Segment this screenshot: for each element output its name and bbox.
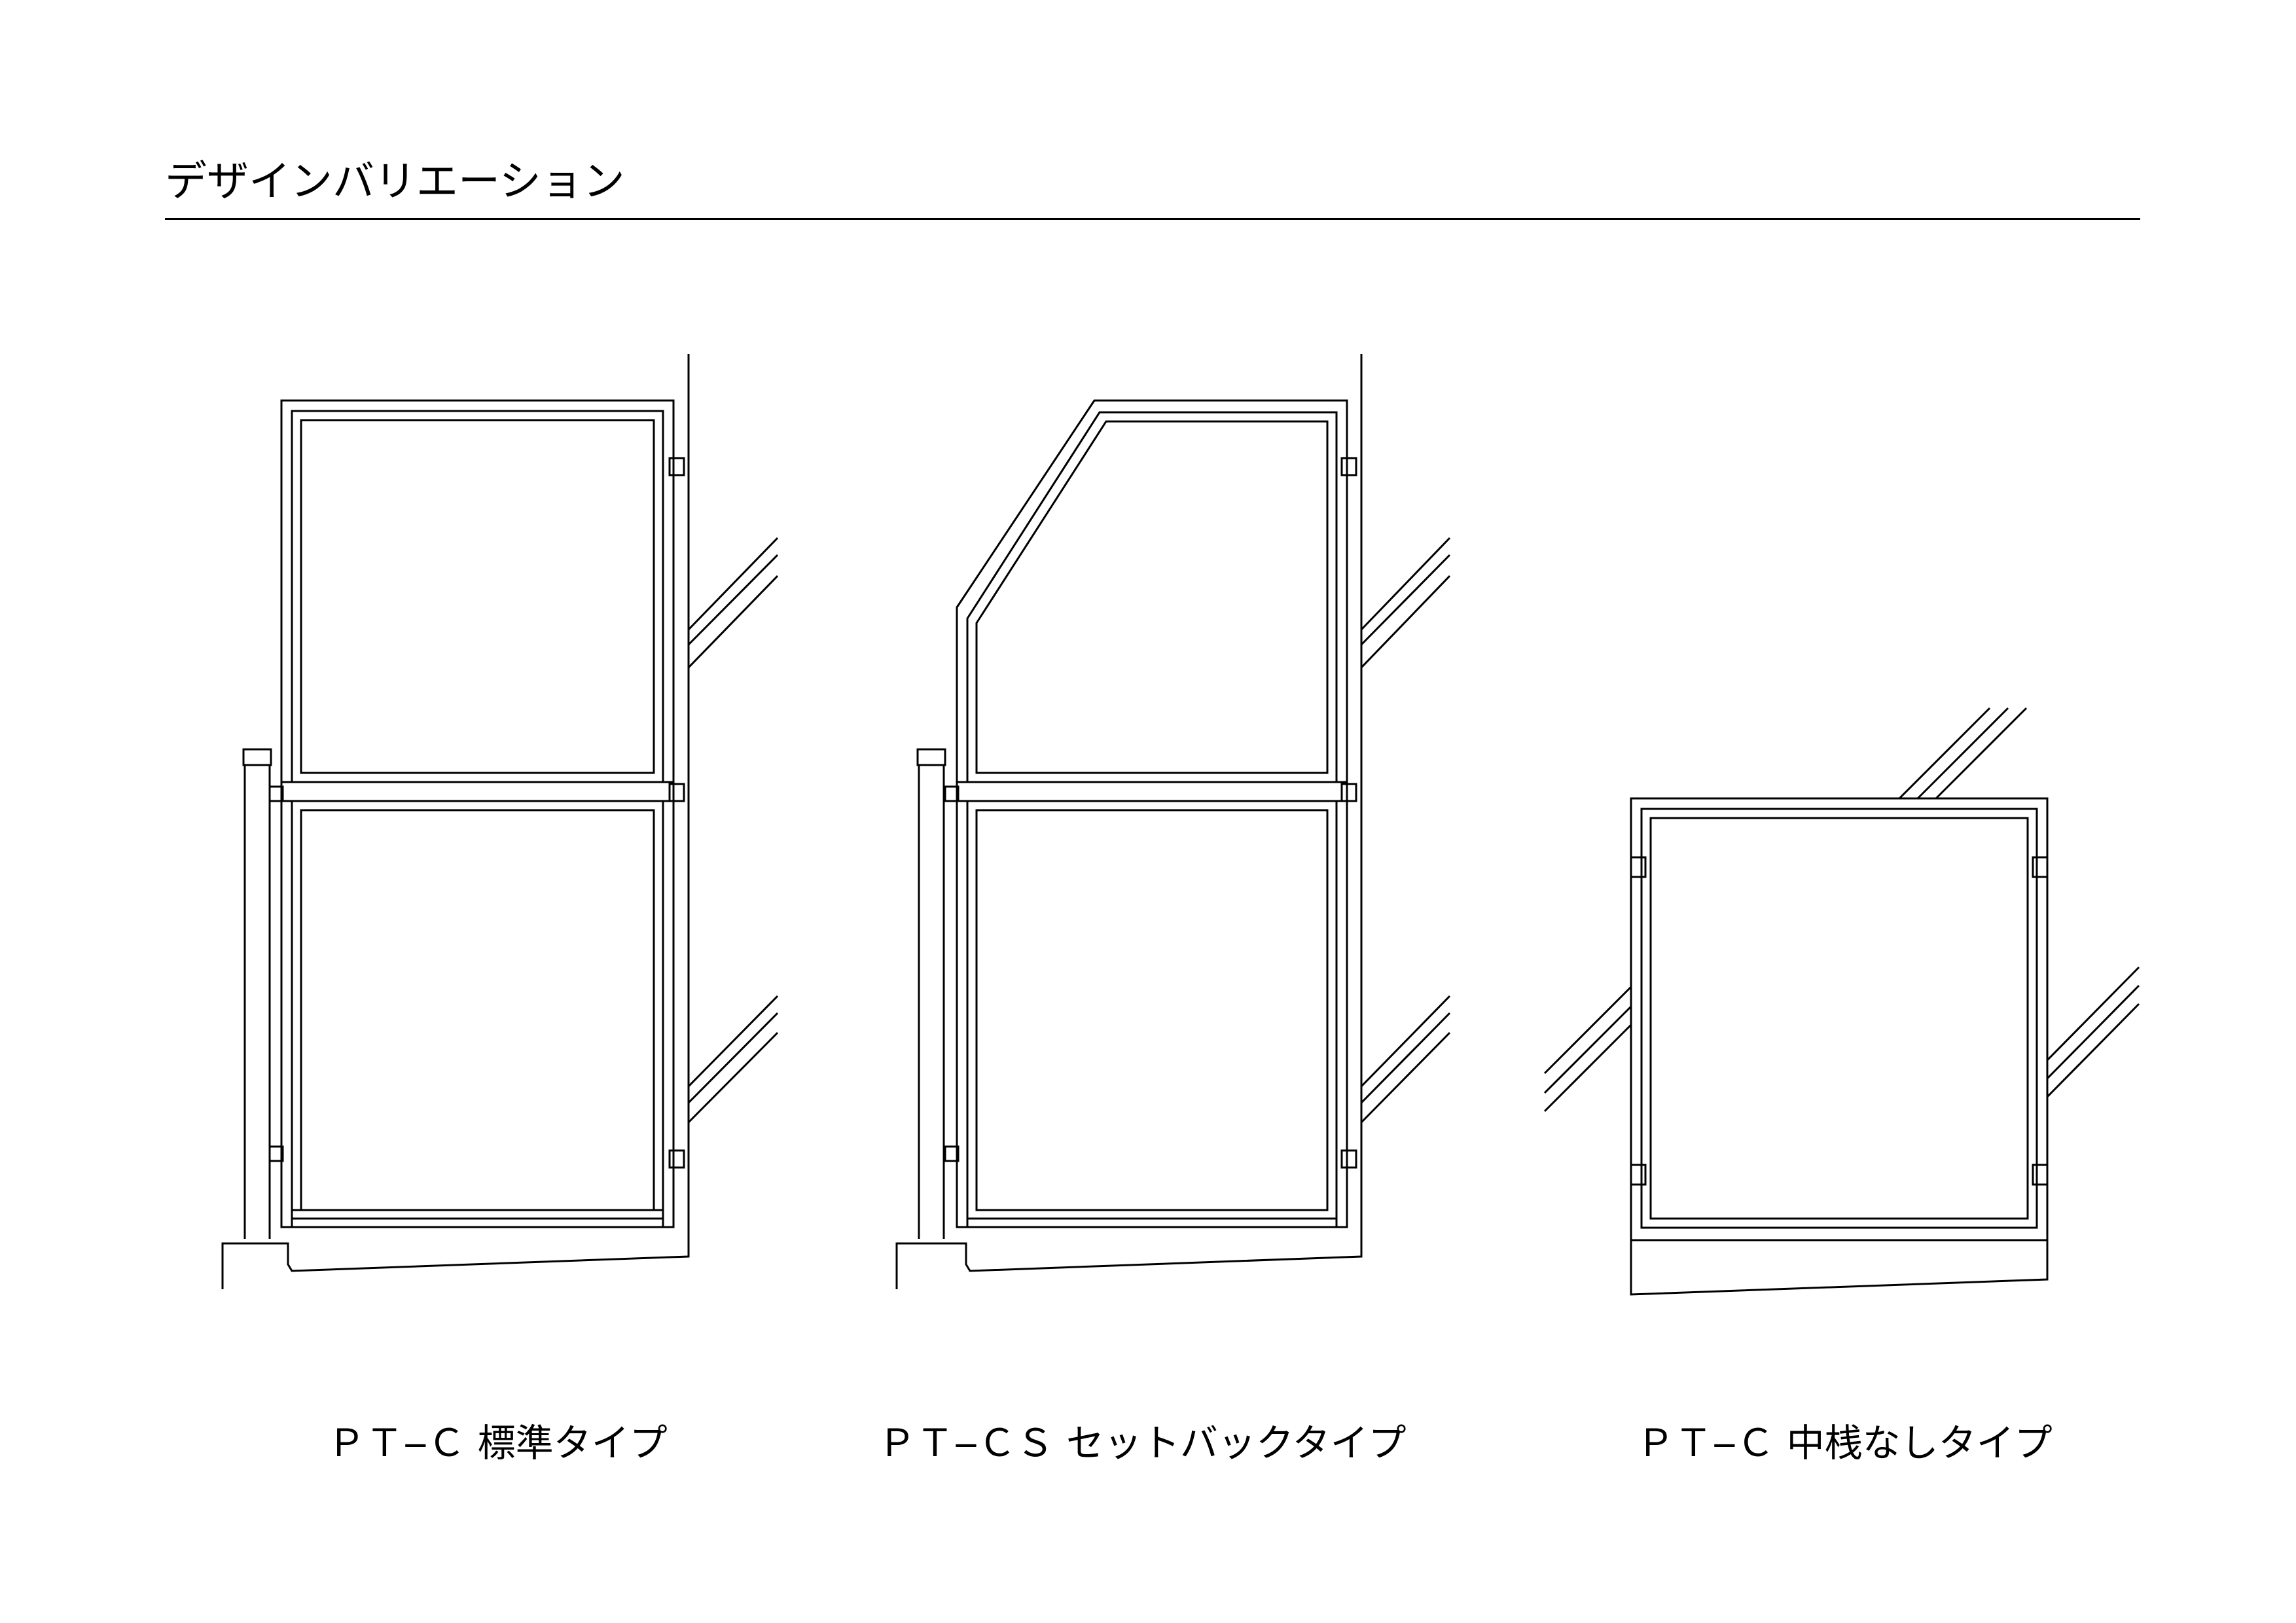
brace-line bbox=[2046, 1003, 2140, 1098]
post-cap bbox=[916, 748, 946, 766]
pt-c-no-middle-rail-drawing bbox=[1543, 707, 2140, 1296]
post-bracket bbox=[944, 1145, 960, 1162]
wall-bracket bbox=[668, 783, 685, 802]
wall-bracket bbox=[1340, 457, 1357, 476]
wall-bracket bbox=[668, 1149, 685, 1169]
caption-pt-c-no-middle-rail: ＰＴ‒Ｃ 中桟なしタイプ bbox=[1636, 1421, 2053, 1465]
brace-line bbox=[1543, 1024, 1632, 1113]
post-bracket bbox=[944, 785, 960, 802]
page-title: デザインバリエーション bbox=[165, 158, 625, 206]
brace-line bbox=[687, 1031, 779, 1124]
brace-line bbox=[1898, 707, 1991, 800]
upper-panel-inner bbox=[300, 419, 655, 774]
caption-pt-cs-setback: ＰＴ‒ＣＳ セットバックタイプ bbox=[878, 1421, 1407, 1465]
floor-slab bbox=[1630, 1240, 2049, 1296]
panel bbox=[1640, 808, 2038, 1229]
panel-inner bbox=[1649, 817, 2029, 1220]
wall-bracket bbox=[1340, 1149, 1357, 1169]
brace-line bbox=[1360, 1012, 1451, 1104]
outer-frame bbox=[956, 399, 1348, 1228]
side-bracket bbox=[2032, 856, 2049, 878]
floor-slab bbox=[895, 1229, 1363, 1289]
brace-line bbox=[1543, 1005, 1632, 1094]
brace-line bbox=[1360, 1031, 1451, 1124]
outer-frame bbox=[1630, 797, 2049, 1241]
side-bracket bbox=[1630, 1164, 1647, 1186]
brace-line bbox=[687, 1012, 779, 1104]
lower-panel-inner bbox=[975, 809, 1329, 1211]
brace-line bbox=[1935, 707, 2028, 800]
wall-bracket bbox=[668, 457, 685, 476]
brace-line bbox=[687, 995, 779, 1088]
pt-cs-setback-drawing bbox=[895, 354, 1451, 1289]
caption-pt-c-standard: ＰＴ‒Ｃ 標準タイプ bbox=[327, 1421, 668, 1465]
post-cap bbox=[242, 748, 272, 766]
lower-panel bbox=[291, 800, 664, 1228]
brace-line bbox=[687, 554, 779, 646]
side-bracket bbox=[2032, 1164, 2049, 1186]
brace-line bbox=[1360, 537, 1451, 631]
outer-frame bbox=[280, 399, 675, 1228]
brace-line bbox=[687, 575, 779, 669]
pt-c-standard-drawing bbox=[221, 354, 779, 1289]
side-bracket bbox=[1630, 856, 1647, 878]
wall-bracket bbox=[1340, 783, 1357, 802]
upper-panel-inner bbox=[975, 420, 1329, 774]
upper-panel bbox=[291, 410, 664, 783]
brace-line bbox=[1916, 707, 2009, 800]
brace-line bbox=[2046, 984, 2140, 1080]
brace-line bbox=[1360, 575, 1451, 669]
brace-line bbox=[687, 537, 779, 631]
brace-line bbox=[2046, 966, 2140, 1061]
lower-panel-inner bbox=[300, 809, 655, 1211]
lower-panel bbox=[966, 800, 1338, 1228]
brace-line bbox=[1360, 995, 1451, 1088]
floor-slab bbox=[221, 1229, 690, 1289]
brace-line bbox=[1360, 554, 1451, 646]
title-divider bbox=[165, 218, 2140, 220]
upper-panel bbox=[966, 411, 1338, 783]
brace-line bbox=[1543, 986, 1632, 1075]
